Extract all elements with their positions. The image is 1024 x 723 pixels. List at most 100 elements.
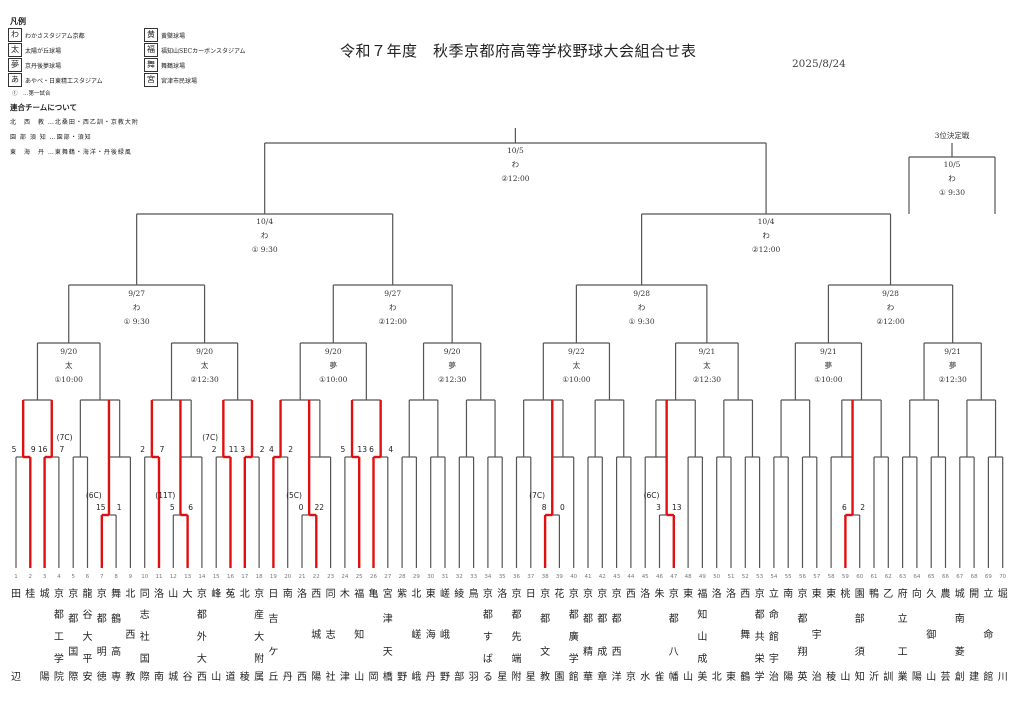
team-name-char: 先 xyxy=(512,631,522,643)
team-name-char: 附 xyxy=(254,652,264,665)
match-time: ②12:30 xyxy=(693,375,722,384)
team-name-char: 城 xyxy=(40,588,50,600)
team-name-char: 文 xyxy=(540,645,550,658)
team-name-char: 京 xyxy=(254,587,264,600)
slot-number: 41 xyxy=(585,574,592,580)
venue-name: 福知山SECカーボンスタジアム xyxy=(161,47,246,55)
team-name-char: 西 xyxy=(626,589,636,600)
team-name-char: 外 xyxy=(197,631,207,643)
team-name: 洛西 xyxy=(297,587,307,683)
team-name-char: 都 xyxy=(597,613,607,625)
team-name-char: 雀 xyxy=(655,671,665,683)
team-name-char: 業 xyxy=(898,670,908,683)
team-name-char: 京 xyxy=(755,587,765,600)
venue-icon: あ xyxy=(8,73,22,87)
slot-number: 1 xyxy=(14,574,18,580)
union-title: 連合チームについて xyxy=(10,103,78,112)
team-name-char: 丹 xyxy=(283,671,293,683)
slot-number: 7 xyxy=(100,574,104,580)
match-date: 9/28 xyxy=(633,289,650,298)
team-name-char: 津 xyxy=(340,671,350,683)
team-name-char: 都 xyxy=(68,613,78,625)
team-name-char: 堀 xyxy=(998,588,1008,600)
slot-number: 22 xyxy=(313,574,320,580)
team-name-char: 平 xyxy=(83,654,93,665)
match-time: ① 9:30 xyxy=(629,317,655,326)
team-name-char: 成 xyxy=(597,646,607,658)
team-name-char: 同 xyxy=(140,588,150,600)
team-name-char: 西 xyxy=(612,647,622,658)
team-name: 桃山 xyxy=(840,587,850,683)
team-name-char: 大 xyxy=(197,652,207,665)
score: 1 xyxy=(117,503,122,512)
team-name-char: 社 xyxy=(326,670,336,683)
slot-number: 47 xyxy=(670,574,677,580)
team-name-char: 端 xyxy=(512,652,522,665)
team-name-char: 西 xyxy=(311,589,321,600)
union-row: 園 部 須 知 …園部・須知 xyxy=(10,134,92,141)
team-name-char: 水 xyxy=(640,671,650,683)
match-venue: わ xyxy=(762,231,770,240)
team-name-char: 属 xyxy=(254,671,264,683)
match-date: 9/27 xyxy=(384,289,401,298)
union-row: 北 西 教 …北桑田・西乙訓・京教大附 xyxy=(10,119,139,126)
team-name-char: 陽 xyxy=(912,671,922,683)
team-name: 北稜 xyxy=(240,588,250,683)
team-name-char: 洛 xyxy=(712,587,722,600)
team-name-char: 峨 xyxy=(440,629,450,641)
slot-number: 30 xyxy=(427,574,434,580)
slot-number: 3 xyxy=(43,574,47,580)
team-name-char: 高 xyxy=(111,645,121,658)
team-name-char: 洛 xyxy=(297,587,307,600)
team-name-char: 知 xyxy=(354,628,364,641)
team-name-char: 都 xyxy=(583,613,593,625)
slot-number: 63 xyxy=(899,574,906,580)
team-name-char: 陽 xyxy=(40,671,50,683)
match-venue: わ xyxy=(133,303,141,312)
slot-number: 16 xyxy=(227,574,234,580)
team-name-char: 知 xyxy=(855,670,865,683)
team-name: 洛水 xyxy=(640,587,650,683)
team-name-char: 八 xyxy=(669,647,679,658)
slot-number: 70 xyxy=(999,574,1006,580)
team-name-char: 精 xyxy=(583,645,593,658)
score: 4 xyxy=(269,445,274,454)
score: 2 xyxy=(140,445,145,454)
team-name-char: 龍 xyxy=(83,587,93,600)
team-name-char: 幡 xyxy=(669,670,679,683)
team-name-char: 桂 xyxy=(25,587,35,600)
match-time: ②12:30 xyxy=(438,375,467,384)
team-name-char: 山 xyxy=(840,671,850,683)
slot-number: 42 xyxy=(599,574,606,580)
slot-number: 50 xyxy=(713,574,720,580)
slot-number: 27 xyxy=(384,574,391,580)
team-name: 福知山 xyxy=(354,587,364,683)
slot-number: 15 xyxy=(213,574,220,580)
team-name-char: 花 xyxy=(554,587,564,600)
team-name-char: 津 xyxy=(383,613,393,625)
team-name: 洛東 xyxy=(726,587,736,683)
slot-number: 35 xyxy=(499,574,506,580)
match-date: 9/28 xyxy=(882,289,899,298)
team-name-char: 都 xyxy=(97,613,107,625)
slot-number: 31 xyxy=(442,574,449,580)
team-name: 大谷 xyxy=(183,587,193,683)
team-name-char: 山 xyxy=(211,671,221,683)
team-name-char: 羽 xyxy=(469,671,479,683)
team-name-char: 南 xyxy=(955,612,965,625)
score: 0 xyxy=(299,503,304,512)
team-name-char: 谷 xyxy=(83,609,93,621)
team-name-char: 華 xyxy=(583,671,593,683)
team-name-char: 東 xyxy=(826,587,836,600)
slot-number: 40 xyxy=(570,574,577,580)
team-name-char: 農 xyxy=(941,587,951,600)
slot-number: 10 xyxy=(141,574,148,580)
team-name-char: 大 xyxy=(83,630,93,643)
team-name-char: 命 xyxy=(983,628,993,641)
team-name-char: 久 xyxy=(926,588,936,600)
